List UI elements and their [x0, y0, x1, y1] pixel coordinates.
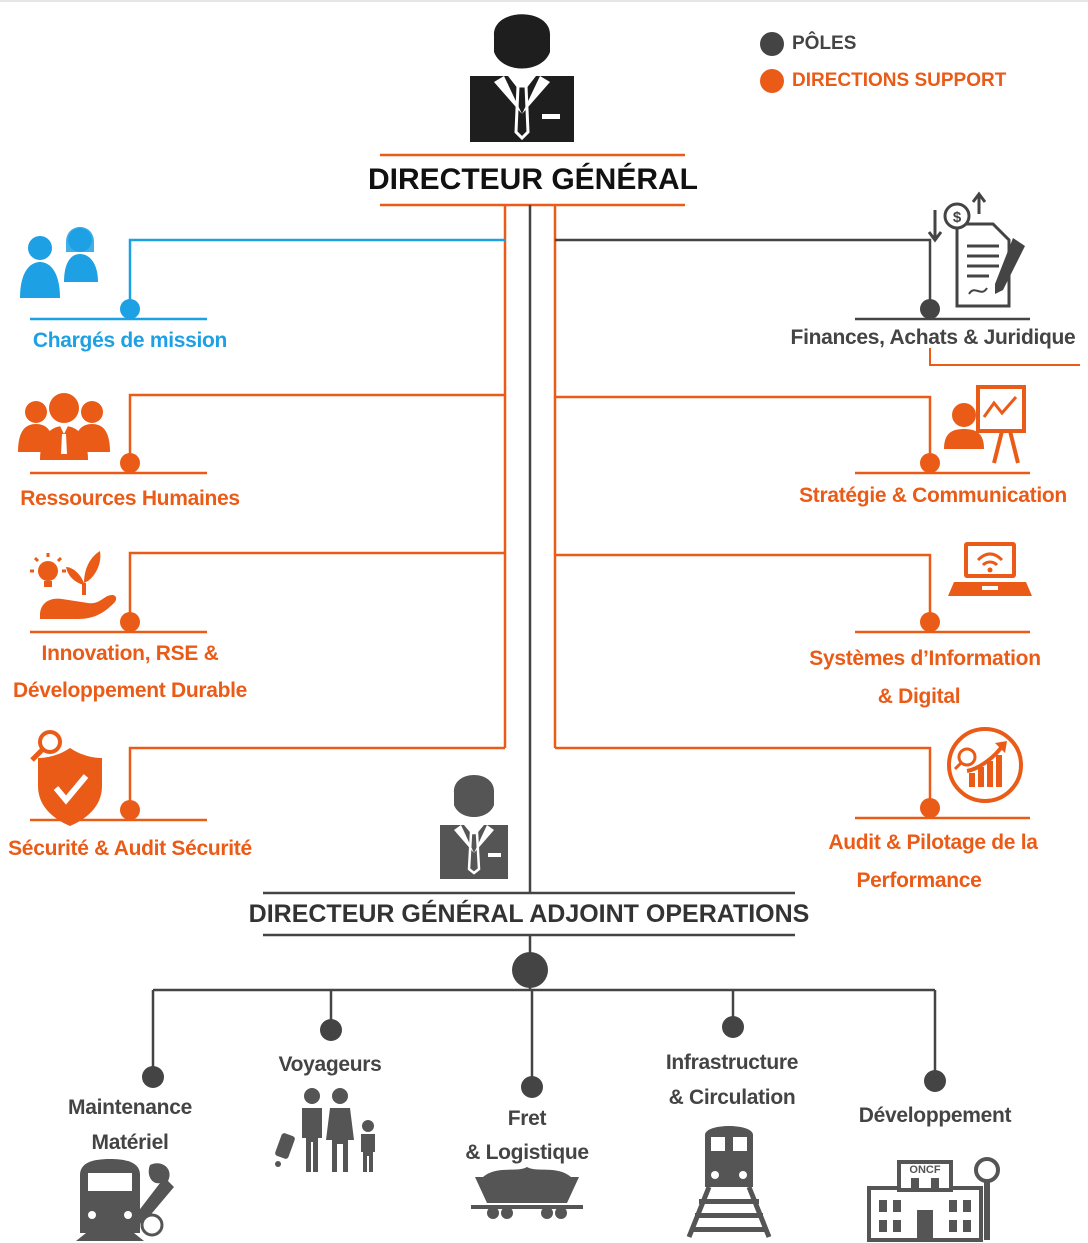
performance-chart-icon [947, 727, 1023, 803]
label-maintenance-line2: Matériel [91, 1131, 169, 1154]
family-travelers-icon [275, 1088, 375, 1172]
people-pair-icon [20, 227, 98, 298]
station-sign: ONCF [909, 1164, 940, 1176]
label-charges-de-mission: Chargés de mission [32, 329, 228, 352]
top-border [0, 0, 1088, 2]
label-systemes-information-line1: Systèmes d’Information [809, 647, 1041, 670]
label-finances-achats-juridique: Finances, Achats & Juridique [790, 326, 1076, 349]
label-infrastructure-line1: Infrastructure [665, 1051, 799, 1074]
legend-poles: PÔLES [760, 32, 856, 56]
presentation-board-icon [944, 385, 1026, 464]
legend-poles-label: PÔLES [792, 33, 857, 54]
station-building-icon: ONCF [867, 1157, 1000, 1242]
svg-text:$: $ [953, 209, 962, 226]
director-general-icon [470, 14, 574, 142]
deputy-title: DIRECTEUR GÉNÉRAL ADJOINT OPERATIONS [248, 900, 810, 928]
label-developpement: Développement [858, 1104, 1012, 1127]
legend-support-swatch [760, 69, 784, 93]
label-innovation-line1: Innovation, RSE & [41, 642, 219, 665]
poles-connectors [142, 935, 946, 1098]
label-ressources-humaines: Ressources Humaines [20, 487, 240, 510]
label-fret-line2: & Logistique [465, 1141, 589, 1164]
label-voyageurs: Voyageurs [278, 1053, 382, 1076]
label-fret-line1: Fret [507, 1107, 547, 1130]
finance-document-icon: $ [927, 191, 1025, 308]
train-tracks-icon [686, 1126, 772, 1238]
security-shield-icon [30, 730, 102, 826]
deputy-director-icon [440, 775, 508, 879]
label-securite-audit: Sécurité & Audit Sécurité [8, 837, 252, 860]
legend-support: DIRECTIONS SUPPORT [760, 69, 1006, 93]
ceo-title: DIRECTEUR GÉNÉRAL [367, 163, 699, 196]
freight-wagon-icon [471, 1167, 583, 1219]
label-infrastructure-line2: & Circulation [668, 1086, 796, 1109]
label-maintenance-line1: Maintenance [68, 1096, 192, 1119]
trunk-lines [503, 205, 557, 893]
label-systemes-information-line2: & Digital [877, 685, 961, 708]
train-wrench-icon [76, 1159, 174, 1241]
legend-support-label: DIRECTIONS SUPPORT [792, 70, 1007, 91]
left-branches [30, 238, 505, 822]
label-audit-pilotage-line1: Audit & Pilotage de la [828, 831, 1038, 854]
idea-plant-hand-icon [30, 551, 117, 619]
team-group-icon [18, 393, 110, 460]
legend-poles-swatch [760, 32, 784, 56]
right-branches [555, 238, 1080, 820]
label-strategie-communication: Stratégie & Communication [799, 484, 1067, 507]
label-audit-pilotage-line2: Performance [856, 869, 982, 892]
laptop-wifi-icon [948, 542, 1032, 596]
label-innovation-line2: Développement Durable [12, 679, 248, 702]
